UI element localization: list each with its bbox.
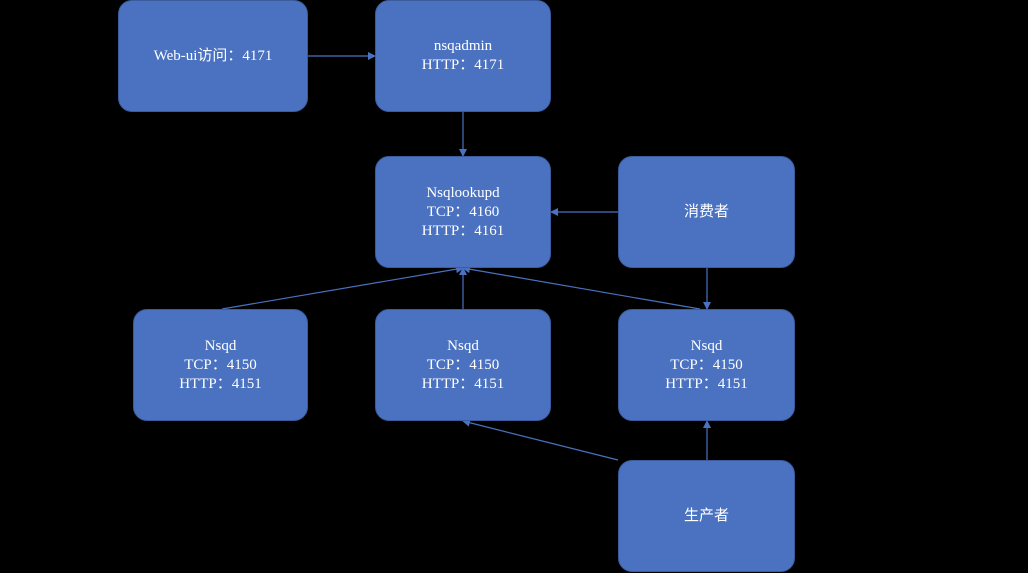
node-label-line: HTTP：4171 (421, 57, 505, 73)
node-label-line: 生产者 (683, 507, 729, 524)
node-label-line: TCP：4150 (426, 356, 500, 373)
node-label-line: Web-ui访问：4171 (153, 47, 273, 64)
node-label-line: 消费者 (683, 203, 729, 220)
producer-node: 生产者 (618, 460, 795, 572)
node-label-line: HTTP：4151 (665, 375, 748, 392)
node-label-line: TCP：4160 (426, 203, 500, 220)
node-label-line: Nsqd (204, 337, 237, 354)
node-label-line: nsqadmin (433, 38, 493, 54)
node-label-line: TCP：4150 (184, 356, 257, 373)
node-label-line: HTTP：4151 (179, 375, 262, 392)
node-label-line: Nsqd (690, 337, 723, 354)
consumer-node: 消费者 (618, 156, 795, 268)
edge-producer-to-nsqd2 (462, 418, 619, 461)
node-label-line: HTTP：4161 (421, 222, 505, 239)
node-label-line: Nsqlookupd (426, 184, 500, 201)
node-label-line: HTTP：4151 (421, 375, 505, 392)
edge-nsqd3-to-nsqlookupd (462, 265, 701, 310)
edge-nsqd1-to-nsqlookupd (221, 265, 464, 310)
webui-node: Web-ui访问：4171 (118, 0, 308, 112)
node-label-line: Nsqd (447, 337, 479, 354)
node-label-line: TCP：4150 (670, 356, 743, 373)
